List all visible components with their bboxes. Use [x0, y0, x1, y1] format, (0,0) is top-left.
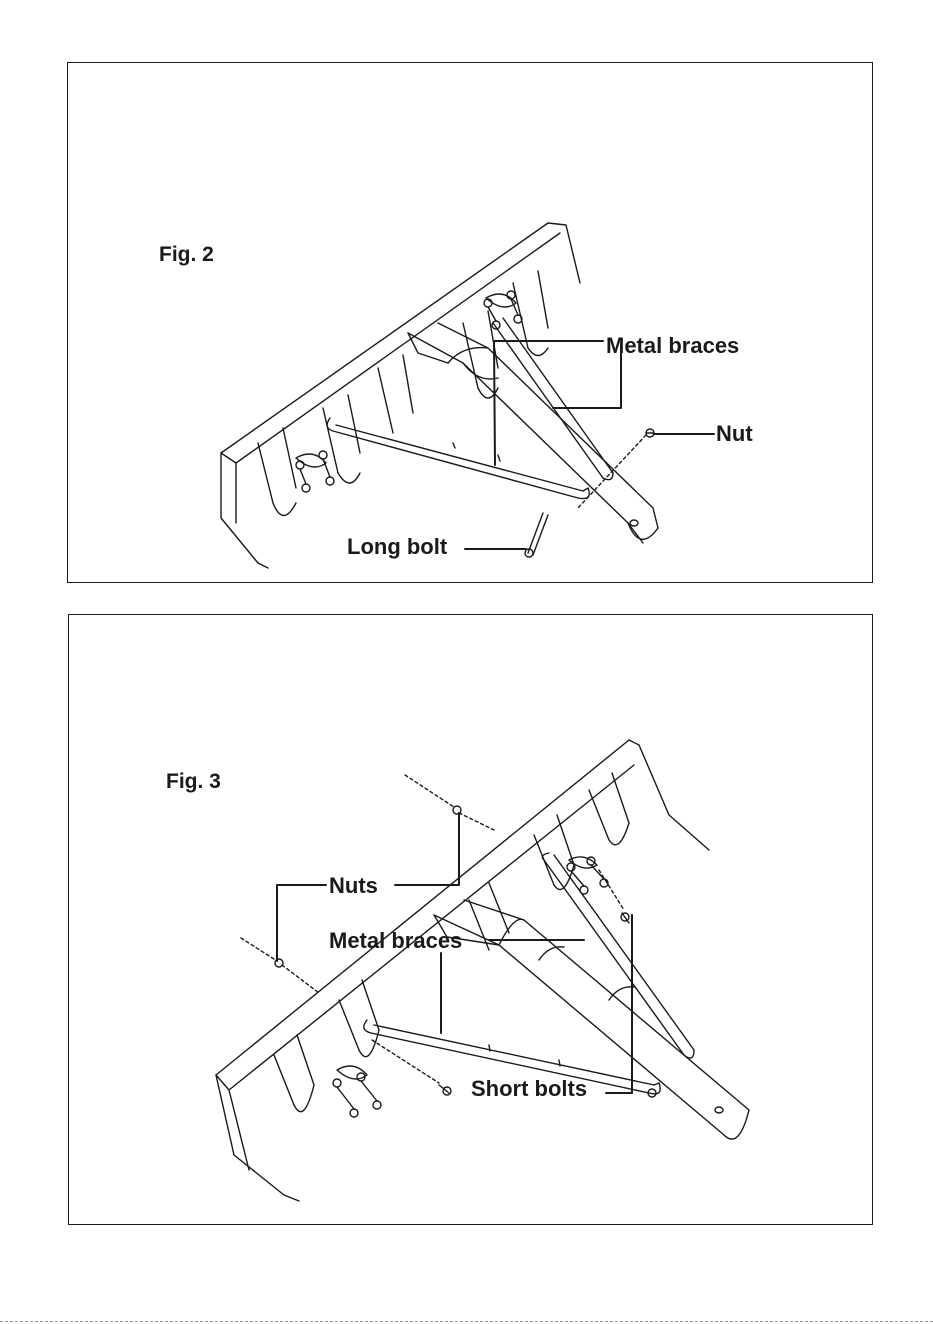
- blade: [221, 223, 580, 568]
- label-long-bolt: Long bolt: [347, 534, 447, 560]
- blade: [216, 740, 709, 1201]
- callout-leaders: [465, 341, 714, 549]
- figure-2-drawing: [68, 63, 874, 584]
- figure-2-panel: Fig. 2 Metal braces Nut Long bolt: [67, 62, 873, 583]
- metal-brace-long: [327, 418, 589, 499]
- label-metal-braces: Metal braces: [329, 928, 462, 954]
- label-nuts: Nuts: [329, 873, 378, 899]
- long-bolt-icon: [525, 513, 548, 557]
- metal-brace-diagonal: [493, 318, 613, 480]
- page-edge-rule: [0, 1321, 933, 1322]
- label-short-bolts: Short bolts: [471, 1076, 587, 1102]
- figure-3-drawing: [69, 615, 874, 1226]
- figure-3-panel: Fig. 3 Nuts Metal braces Short bolts: [68, 614, 873, 1225]
- hitch-tube: [434, 900, 749, 1139]
- label-nut: Nut: [716, 421, 753, 447]
- label-metal-braces: Metal braces: [606, 333, 739, 359]
- figure-title: Fig. 2: [159, 243, 214, 267]
- figure-title: Fig. 3: [166, 770, 221, 794]
- nut-icon: [646, 429, 654, 437]
